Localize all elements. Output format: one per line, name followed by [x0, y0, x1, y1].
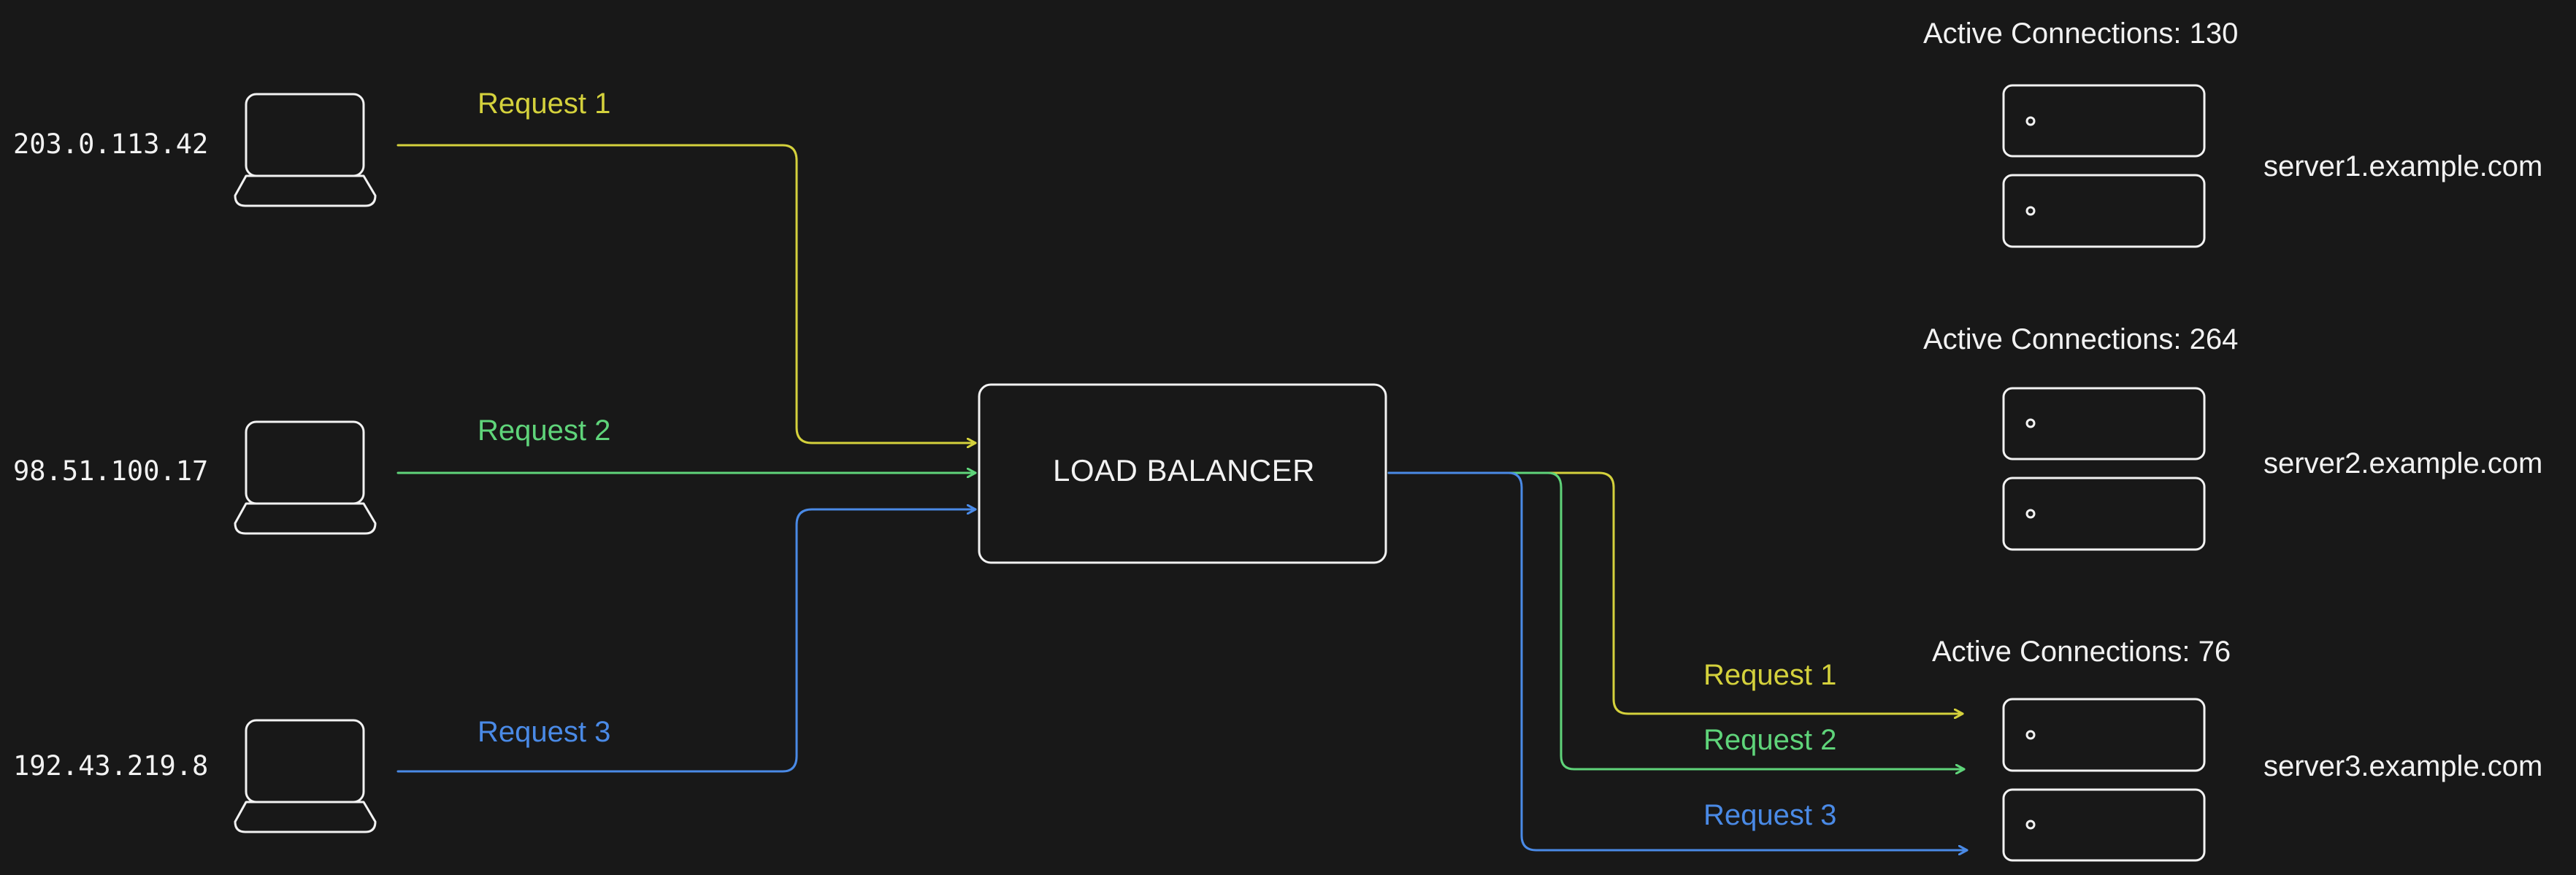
connector-request-1-in [396, 144, 977, 443]
load-balancer-label: LOAD BALANCER [1053, 453, 1315, 487]
laptop-icon [234, 719, 377, 833]
request-1-label-in: Request 1 [478, 88, 611, 120]
server-icon [2002, 84, 2206, 248]
server-3-connections: Active Connections: 76 [1932, 636, 2231, 668]
connector-request-3-in [396, 509, 977, 773]
connector-request-2-out [1387, 471, 1966, 769]
laptop-icon [234, 93, 377, 207]
connector-request-1-out [1387, 471, 1964, 714]
server-2-connections: Active Connections: 264 [1923, 323, 2239, 355]
request-1-label-out: Request 1 [1703, 659, 1837, 691]
client-ip-2: 98.51.100.17 [13, 455, 209, 487]
request-2-label-in: Request 2 [478, 415, 611, 447]
server-3-hostname: server3.example.com [2263, 750, 2543, 782]
connector-request-3-out [1387, 471, 1969, 850]
laptop-icon [234, 420, 377, 535]
server-icon [2002, 387, 2206, 551]
client-ip-1: 203.0.113.42 [13, 128, 209, 160]
server-1-connections: Active Connections: 130 [1923, 18, 2239, 50]
request-3-label-in: Request 3 [478, 716, 611, 748]
server-2-hostname: server2.example.com [2263, 447, 2543, 479]
request-3-label-out: Request 3 [1703, 799, 1837, 831]
load-balancer-box [978, 383, 1387, 564]
server-icon [2002, 698, 2206, 862]
request-2-label-out: Request 2 [1703, 724, 1837, 756]
server-1-hostname: server1.example.com [2263, 150, 2543, 182]
client-ip-3: 192.43.219.8 [13, 750, 209, 782]
